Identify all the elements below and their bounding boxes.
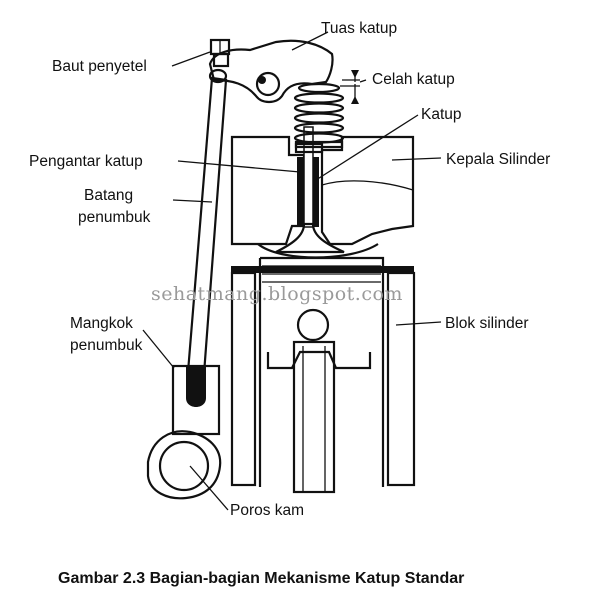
connecting-rod (292, 340, 336, 494)
label-valve-clearance: Celah katup (372, 71, 455, 88)
tappet (171, 364, 221, 436)
head-gasket (231, 266, 414, 273)
rocker-shaft (255, 71, 281, 97)
adjusting-bolt (209, 38, 231, 68)
figure-caption: Gambar 2.3 Bagian-bagian Mekanisme Katup… (58, 570, 464, 587)
valve-spring (293, 82, 345, 149)
piston-pin (296, 308, 330, 342)
piston-skirt (266, 350, 372, 370)
leader-lines (142, 31, 442, 511)
label-adjusting-bolt: Baut penyetel (52, 58, 147, 75)
rocker-arm (208, 39, 334, 104)
label-cylinder-head: Kepala Silinder (446, 151, 550, 168)
label-rocker-arm: Tuas katup (321, 20, 397, 37)
cam-base-circle (158, 440, 210, 492)
label-push-rod-line1: Batang (84, 187, 133, 204)
watermark: sehatmang.blogspot.com (151, 283, 403, 305)
valve-clearance-marker (340, 70, 360, 104)
push-rod (186, 68, 228, 376)
valve (275, 126, 345, 254)
camshaft (146, 430, 222, 500)
label-cylinder-block: Blok silinder (445, 315, 529, 332)
piston (258, 256, 385, 487)
label-camshaft: Poros kam (230, 502, 304, 519)
label-valve-guide: Pengantar katup (29, 153, 143, 170)
label-valve: Katup (421, 106, 462, 123)
labels: Tuas katup Baut penyetel Celah katup Kat… (29, 20, 550, 519)
label-push-rod-line2: penumbuk (78, 209, 151, 226)
cylinder-block (230, 271, 416, 487)
label-tappet-line1: Mangkok (70, 315, 133, 332)
label-tappet-line2: penumbuk (70, 337, 143, 354)
